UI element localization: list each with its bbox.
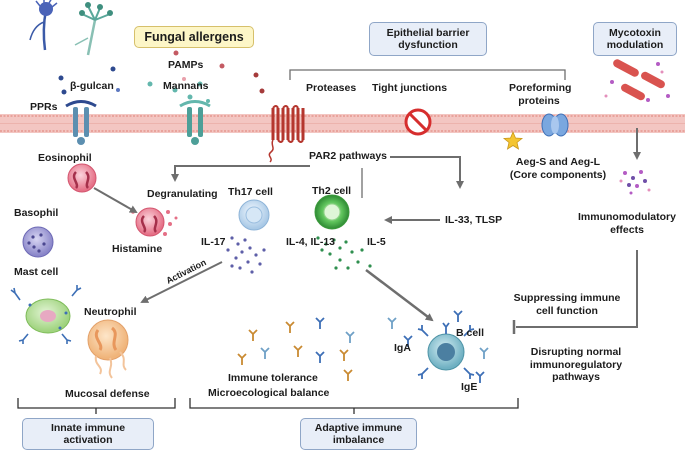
label-il5: IL-5: [367, 236, 386, 248]
eosinophil-cell: [67, 163, 97, 193]
label-mast-cell: Mast cell: [14, 266, 59, 278]
pamp-particles: [58, 50, 265, 103]
label-microecological: Microecological balance: [208, 387, 330, 399]
label-il4-il13: IL-4, IL-13: [286, 236, 336, 248]
mycotoxin-box: Mycotoxin modulation: [593, 22, 677, 56]
innate-immune-box: Innate immune activation: [22, 418, 154, 450]
star-icon: [502, 130, 524, 150]
label-pamps: PAMPs: [168, 59, 204, 71]
par2-receptor-icon: [268, 105, 305, 163]
no-entry-icon: [404, 108, 432, 136]
pore-protein-icon: [541, 113, 569, 137]
fungal-allergens-box: Fungal allergens: [134, 26, 254, 48]
label-th2: Th2 cell: [312, 185, 352, 197]
label-neutrophil: Neutrophil: [84, 306, 137, 318]
label-tight-junctions: Tight junctions: [372, 82, 448, 94]
label-pprs: PPRs: [30, 101, 58, 113]
label-degranulating: Degranulating: [147, 188, 218, 200]
bottom-brackets: [17, 398, 519, 414]
epithelial-barrier-box: Epithelial barrier dysfunction: [369, 22, 487, 56]
label-b-cell: B cell: [456, 327, 485, 339]
basophil-cell: [22, 226, 54, 258]
label-il33-tlsp: IL-33, TLSP: [445, 214, 503, 226]
antibody-icons: [237, 310, 489, 383]
label-immune-tolerance: Immune tolerance: [228, 372, 318, 384]
th17-cell: [238, 199, 270, 231]
ppr-receptor-icon: [65, 100, 97, 145]
b-cell: [417, 322, 475, 379]
label-poreforming: Poreforming proteins: [509, 82, 572, 107]
mast-cell: [10, 285, 82, 344]
label-eosinophil: Eosinophil: [38, 152, 92, 164]
label-beta-glucan: β-gulcan: [70, 80, 114, 92]
il17-cytokines: [226, 236, 266, 274]
label-ige: IgE: [461, 381, 478, 393]
effect-particles: [619, 170, 651, 195]
cell-membrane: [0, 114, 685, 133]
th2-cell: [314, 194, 350, 230]
label-immunomodulatory: Immunomodulatory effects: [577, 211, 676, 236]
label-iga: IgA: [394, 342, 411, 354]
th2-cytokines: [316, 236, 372, 270]
label-il17: IL-17: [201, 236, 226, 248]
adaptive-immune-box: Adaptive immune imbalance: [300, 418, 417, 450]
label-suppressing: Suppressing immune cell function: [513, 292, 621, 317]
label-histamine: Histamine: [112, 243, 163, 255]
label-disrupting: Disrupting normal immunoregulatory pathw…: [529, 346, 623, 383]
label-aeg: Aeg-S and Aeg-L (Core components): [509, 156, 607, 181]
label-mannans: Mannans: [163, 80, 209, 92]
fungus-icon: [29, 0, 113, 56]
degranulating-cell: [131, 207, 178, 237]
neutrophil-cell: [87, 319, 129, 379]
pathway-arrows: [93, 69, 641, 334]
label-mucosal-defense: Mucosal defense: [65, 388, 150, 400]
label-proteases: Proteases: [306, 82, 357, 94]
label-basophil: Basophil: [14, 207, 59, 219]
mycotoxin-icon: [604, 59, 670, 102]
label-th17: Th17 cell: [228, 186, 273, 198]
label-par2: PAR2 pathways: [309, 150, 387, 162]
mannan-receptor-icon: [179, 100, 211, 145]
